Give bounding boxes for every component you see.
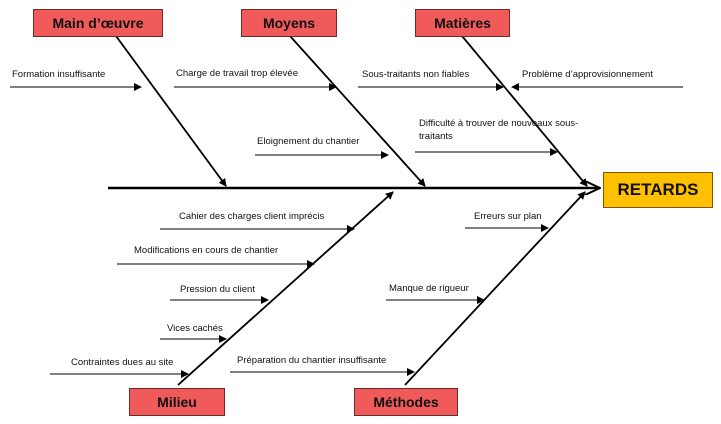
category-milieu: Milieu bbox=[129, 388, 225, 416]
cause-label: Pression du client bbox=[180, 284, 255, 295]
bone-methodes bbox=[404, 191, 586, 386]
cause-label: Manque de rigueur bbox=[389, 283, 469, 294]
category-main-oeuvre: Main d’œuvre bbox=[33, 9, 163, 37]
cause-label: Charge de travail trop élevée bbox=[176, 68, 298, 79]
cause-label: Formation insuffisante bbox=[12, 69, 106, 80]
cause-label: Erreurs sur plan bbox=[474, 211, 542, 222]
bone-main-oeuvre bbox=[115, 35, 227, 187]
category-methodes: Méthodes bbox=[354, 388, 458, 416]
bone-matieres bbox=[461, 35, 588, 187]
cause-label: Contraintes dues au site bbox=[71, 357, 174, 368]
cause-label: Problème d’approvisionnement bbox=[522, 69, 653, 80]
bone-moyens bbox=[289, 35, 426, 187]
cause-label: Vices cachés bbox=[167, 323, 223, 334]
cause-label: Préparation du chantier insuffisante bbox=[237, 355, 387, 366]
bone-milieu bbox=[177, 191, 394, 386]
category-matieres: Matières bbox=[415, 9, 510, 37]
cause-label: Modifications en cours de chantier bbox=[134, 245, 279, 256]
category-moyens: Moyens bbox=[241, 9, 337, 37]
cause-label: Sous-traitants non fiables bbox=[362, 69, 470, 80]
effect-box: RETARDS bbox=[603, 172, 713, 208]
cause-label: Difficulté à trouver de nouveaux sous-tr… bbox=[419, 118, 579, 142]
cause-label: Cahier des charges client imprécis bbox=[179, 211, 325, 222]
cause-label: Eloignement du chantier bbox=[257, 136, 360, 147]
